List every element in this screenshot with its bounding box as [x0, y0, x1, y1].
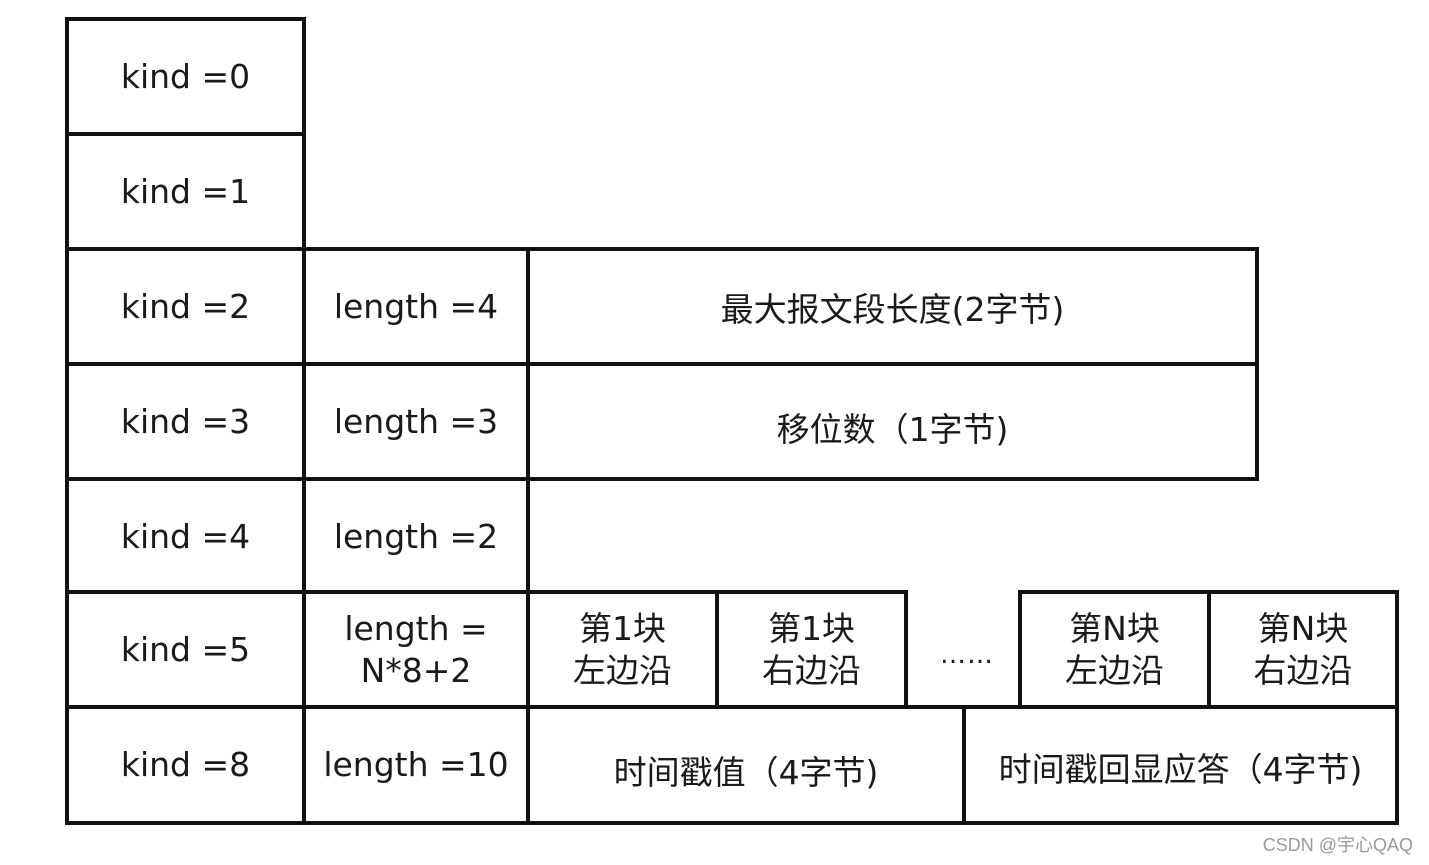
- length-5-cell: length = N*8+2: [302, 590, 530, 709]
- block-n-left-edge-cell: 第N块 左边沿: [1018, 590, 1211, 709]
- block-n-right-edge-label: 第N块 右边沿: [1253, 609, 1353, 690]
- kind-1-label: kind =1: [120, 171, 251, 211]
- kind-4-cell: kind =4: [65, 477, 306, 596]
- timestamp-value-cell: 时间戳值（4字节): [526, 705, 966, 825]
- block-n-right-edge-cell: 第N块 右边沿: [1207, 590, 1399, 709]
- kind-4-label: kind =4: [120, 516, 251, 556]
- ellipsis: ……: [940, 640, 994, 670]
- length-2-label: length =4: [333, 286, 499, 326]
- timestamp-echo-reply-label: 时间戳回显应答（4字节): [998, 750, 1363, 790]
- length-3-cell: length =3: [302, 362, 530, 481]
- mss-field-label: 最大报文段长度(2字节): [720, 289, 1065, 329]
- length-8-label: length =10: [323, 745, 509, 785]
- kind-2-label: kind =2: [120, 286, 251, 326]
- kind-0-cell: kind =0: [65, 17, 306, 136]
- kind-8-label: kind =8: [120, 745, 251, 785]
- timestamp-value-label: 时间戳值（4字节): [613, 753, 879, 793]
- kind-3-label: kind =3: [120, 401, 251, 441]
- watermark: CSDN @宇心QAQ: [1262, 835, 1413, 855]
- block-1-right-edge-cell: 第1块 右边沿: [715, 590, 908, 709]
- kind-3-cell: kind =3: [65, 362, 306, 481]
- length-5-label: length = N*8+2: [344, 609, 488, 690]
- block-1-right-edge-label: 第1块 右边沿: [762, 609, 861, 690]
- kind-2-cell: kind =2: [65, 247, 306, 366]
- timestamp-echo-reply-cell: 时间戳回显应答（4字节): [962, 705, 1399, 825]
- block-1-left-edge-label: 第1块 左边沿: [573, 609, 672, 690]
- window-scale-field-cell: 移位数（1字节): [526, 362, 1259, 481]
- kind-8-cell: kind =8: [65, 705, 306, 825]
- window-scale-field-label: 移位数（1字节): [776, 409, 1009, 449]
- kind-5-label: kind =5: [120, 629, 251, 669]
- mss-field-cell: 最大报文段长度(2字节): [526, 247, 1259, 366]
- length-8-cell: length =10: [302, 705, 530, 825]
- block-n-left-edge-label: 第N块 左边沿: [1065, 609, 1164, 690]
- length-3-label: length =3: [333, 401, 499, 441]
- kind-1-cell: kind =1: [65, 132, 306, 251]
- kind-0-label: kind =0: [120, 56, 251, 96]
- kind-5-cell: kind =5: [65, 590, 306, 709]
- length-4-cell: length =2: [302, 477, 530, 596]
- length-2-cell: length =4: [302, 247, 530, 366]
- block-1-left-edge-cell: 第1块 左边沿: [526, 590, 719, 709]
- length-4-label: length =2: [333, 516, 499, 556]
